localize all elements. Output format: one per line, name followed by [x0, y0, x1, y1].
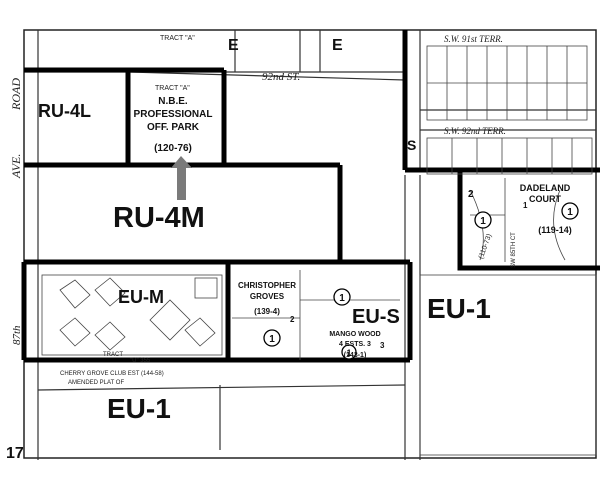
- street-label-road: ROAD: [9, 78, 23, 111]
- cherry-grove-amended: AMENDED PLAT OF: [68, 380, 124, 386]
- zone-label-eum: EU-M: [118, 287, 164, 307]
- tract-u-label2: "U" 355: [130, 358, 151, 364]
- street-label-ave: AVE.: [9, 154, 23, 179]
- circle-marker-icon: [341, 344, 357, 360]
- cherry-grove-label: CHERRY GROVE CLUB EST (144-58): [60, 371, 164, 377]
- zoning-boundaries: [21, 30, 600, 363]
- lot-number: 2: [290, 315, 295, 324]
- tract-label: TRACT "A": [155, 85, 190, 92]
- circle-marker-icon: [263, 329, 281, 347]
- street-letter-e: E: [332, 37, 343, 54]
- street-label-sw-terr-2: S.W. 92nd TERR.: [444, 126, 506, 136]
- lot-number: 1: [523, 201, 528, 210]
- christopher-groves-plat: (139-4): [254, 307, 280, 316]
- zone-label-eus: EU-S: [352, 306, 400, 328]
- sw-85th-ct-label: SW 85TH CT: [511, 232, 517, 268]
- circle-marker-icon: [561, 202, 579, 220]
- mango-wood-plat: (143-1): [344, 352, 367, 359]
- street-label-92nd: 92nd ST.: [262, 71, 300, 83]
- office-park-name-line3: OFF. PARK: [147, 122, 200, 133]
- lot-number: 2: [468, 189, 474, 200]
- office-park-name-line2: PROFESSIONAL: [134, 109, 213, 120]
- office-park-plat: (120-76): [154, 143, 192, 154]
- street-letter-e: E: [228, 37, 239, 54]
- circle-marker-icon: [474, 211, 492, 229]
- zone-label-eu1-bottom: EU-1: [107, 393, 171, 424]
- christopher-groves-line2: GROVES: [250, 292, 285, 301]
- office-park-name-line1: N.B.E.: [158, 96, 188, 107]
- mango-wood-line1: MANGO WOOD: [329, 331, 380, 338]
- tract-label: TRACT "A": [160, 35, 195, 42]
- page-corner-label: 17: [6, 445, 24, 462]
- circle-label: 1: [269, 334, 275, 345]
- zone-label-ru4m: RU-4M: [113, 202, 205, 234]
- zone-label-eu1-right: EU-1: [427, 293, 491, 324]
- arrow-up-icon: [171, 156, 192, 200]
- parcel-lines: [41, 45, 597, 456]
- circle-label: 1: [480, 216, 486, 227]
- map-frame: [23, 29, 597, 459]
- circle-markers: [263, 202, 579, 360]
- circle-label: 1: [346, 348, 351, 358]
- dadeland-court-line1: DADELAND: [520, 183, 571, 193]
- mango-wood-line2: 4 ESTS. 3: [339, 341, 371, 348]
- street-letter-s: S: [407, 137, 416, 153]
- circle-label: 1: [567, 207, 573, 218]
- street-label-87th: 87th: [11, 325, 23, 345]
- tract-u-label: TRACT: [103, 352, 123, 358]
- lot-number: 3: [380, 341, 385, 350]
- circle-label: 1: [339, 293, 345, 304]
- christopher-groves-line1: CHRISTOPHER: [238, 281, 296, 290]
- street-label-sw-terr-1: S.W. 91st TERR.: [444, 34, 503, 44]
- circle-marker-icon: [333, 288, 351, 306]
- zone-label-ru4l: RU-4L: [38, 101, 91, 121]
- dadeland-court-plat: (119-14): [538, 225, 572, 235]
- dadeland-court-line2: COURT: [529, 194, 561, 204]
